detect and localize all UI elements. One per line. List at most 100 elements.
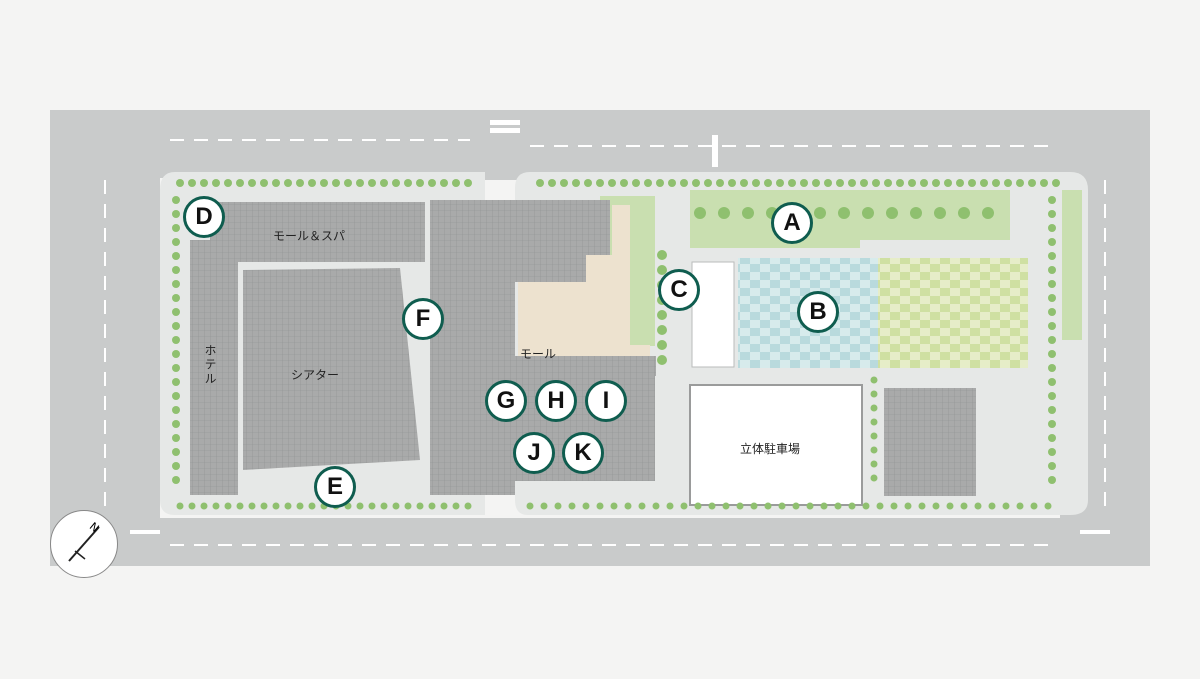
- tree-icon: [368, 502, 376, 510]
- tree-icon: [308, 502, 316, 510]
- tree-icon: [1048, 252, 1056, 260]
- tree-icon: [172, 448, 180, 456]
- marker-e[interactable]: E: [314, 466, 356, 508]
- tree-icon: [764, 179, 772, 187]
- tree-icon: [718, 207, 730, 219]
- marker-b[interactable]: B: [797, 291, 839, 333]
- tree-icon: [536, 179, 544, 187]
- tree-icon: [236, 502, 244, 510]
- tree-icon: [992, 179, 1000, 187]
- tree-icon: [296, 502, 304, 510]
- tree-icon: [260, 179, 268, 187]
- marker-d[interactable]: D: [183, 196, 225, 238]
- tree-icon: [1052, 179, 1060, 187]
- tree-icon: [960, 502, 968, 510]
- tree-icon: [848, 502, 856, 510]
- tree-icon: [404, 502, 412, 510]
- tree-icon: [838, 207, 850, 219]
- tree-icon: [572, 179, 580, 187]
- tree-icon: [652, 502, 660, 510]
- buildings: [190, 200, 976, 506]
- tree-icon: [440, 502, 448, 510]
- tree-icon: [1044, 502, 1052, 510]
- parking-label: 立体駐車場: [740, 442, 801, 456]
- tree-icon: [1048, 364, 1056, 372]
- tree-icon: [392, 179, 400, 187]
- tree-icon: [934, 207, 946, 219]
- tree-icon: [1048, 420, 1056, 428]
- marker-f[interactable]: F: [402, 298, 444, 340]
- tree-icon: [554, 502, 562, 510]
- tree-icon: [440, 179, 448, 187]
- tree-icon: [172, 224, 180, 232]
- marker-i[interactable]: I: [585, 380, 627, 422]
- mall-spa-building: [210, 202, 425, 262]
- marker-j[interactable]: J: [513, 432, 555, 474]
- tree-icon: [200, 502, 208, 510]
- tree-icon: [918, 502, 926, 510]
- tree-icon: [908, 179, 916, 187]
- mall-label: モール: [520, 347, 557, 361]
- tree-icon: [224, 502, 232, 510]
- marker-a[interactable]: A: [771, 202, 813, 244]
- tree-icon: [172, 280, 180, 288]
- tree-icon: [788, 179, 796, 187]
- tree-icon: [172, 406, 180, 414]
- tree-icon: [172, 364, 180, 372]
- tree-icon: [657, 310, 667, 320]
- marker-g[interactable]: G: [485, 380, 527, 422]
- tree-icon: [368, 179, 376, 187]
- tree-icon: [320, 179, 328, 187]
- tree-icon: [172, 196, 180, 204]
- tree-icon: [464, 502, 472, 510]
- tree-icon: [694, 502, 702, 510]
- tree-icon: [380, 502, 388, 510]
- hotel-label: ホテル: [203, 344, 217, 386]
- tree-icon: [1004, 179, 1012, 187]
- parking-structure: [689, 384, 863, 506]
- tree-icon: [836, 179, 844, 187]
- tree-icon: [1048, 434, 1056, 442]
- tree-icon: [284, 179, 292, 187]
- tree-icon: [1028, 179, 1036, 187]
- tree-icon: [1048, 196, 1056, 204]
- tree-icon: [776, 179, 784, 187]
- tree-icon: [722, 502, 730, 510]
- theater-label: シアター: [291, 368, 340, 382]
- marker-k[interactable]: K: [562, 432, 604, 474]
- tree-icon: [172, 392, 180, 400]
- garden-a: [690, 190, 1010, 248]
- tree-icon: [704, 179, 712, 187]
- tree-icon: [464, 179, 472, 187]
- tree-icon: [792, 502, 800, 510]
- tree-icon: [620, 179, 628, 187]
- tree-icon: [958, 207, 970, 219]
- tree-icon: [560, 179, 568, 187]
- tree-icon: [176, 502, 184, 510]
- tree-icon: [740, 179, 748, 187]
- tree-icon: [1048, 210, 1056, 218]
- tree-icon: [920, 179, 928, 187]
- plaza-b-green: [878, 258, 1028, 368]
- tree-icon: [932, 179, 940, 187]
- marker-c[interactable]: C: [658, 269, 700, 311]
- tree-icon: [1048, 476, 1056, 484]
- tree-icon: [890, 502, 898, 510]
- mall-spa-label: モール＆スパ: [273, 229, 346, 243]
- tree-icon: [416, 179, 424, 187]
- marker-h[interactable]: H: [535, 380, 577, 422]
- tree-icon: [624, 502, 632, 510]
- tree-icon: [428, 179, 436, 187]
- tree-icon: [1048, 322, 1056, 330]
- tree-icon: [764, 502, 772, 510]
- tree-icon: [692, 179, 700, 187]
- tree-icon: [1048, 308, 1056, 316]
- tree-icon: [956, 179, 964, 187]
- tree-icon: [248, 179, 256, 187]
- compass-icon: N: [50, 510, 118, 578]
- tree-icon: [610, 502, 618, 510]
- tree-icon: [1016, 502, 1024, 510]
- tree-icon: [638, 502, 646, 510]
- tree-icon: [988, 502, 996, 510]
